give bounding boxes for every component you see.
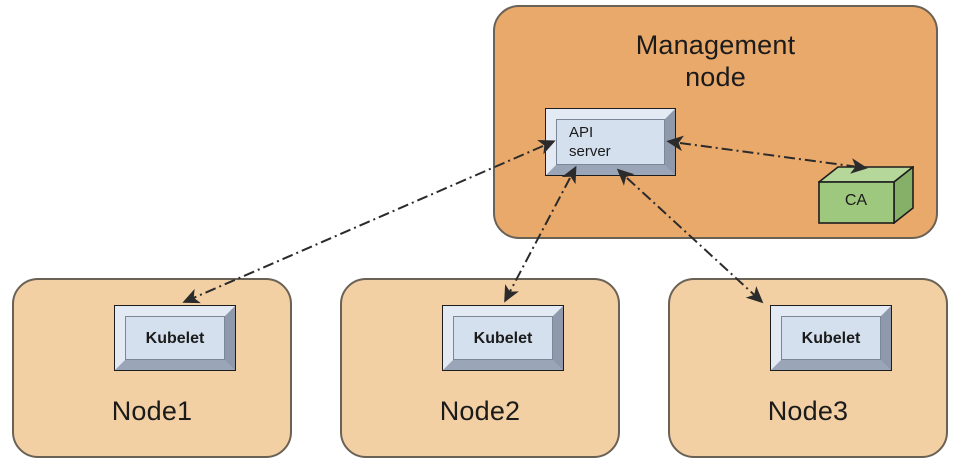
kubelet-face-node3: Kubelet	[781, 316, 881, 360]
kubelet-bevel-node3	[771, 306, 891, 370]
kubelet-bevel-node2	[443, 306, 563, 370]
kubelet-box-node1[interactable]: Kubelet	[114, 305, 236, 371]
ca-label: CA	[844, 192, 868, 209]
api-server-face: API server	[556, 119, 665, 165]
management-node-title-line2: node	[685, 62, 746, 92]
node-title-node3: Node3	[767, 396, 849, 426]
node-title-node2: Node2	[439, 396, 521, 426]
management-node-title: Management node	[495, 29, 936, 93]
kubelet-bevel-node1	[115, 306, 235, 370]
kubelet-label-node3: Kubelet	[801, 329, 861, 347]
api-server-label-line1: API	[569, 124, 594, 141]
ca-box[interactable]: CA	[816, 165, 916, 225]
kubelet-face-node1: Kubelet	[125, 316, 225, 360]
node-title-node1: Node1	[111, 396, 193, 426]
kubelet-label-node1: Kubelet	[145, 329, 205, 347]
kubelet-box-node3[interactable]: Kubelet	[770, 305, 892, 371]
api-server-box[interactable]: API server	[545, 108, 676, 176]
api-server-label: API server	[557, 123, 611, 161]
kubelet-box-node2[interactable]: Kubelet	[442, 305, 564, 371]
api-server-label-line2: server	[569, 143, 611, 160]
management-node-title-line1: Management	[635, 30, 796, 60]
kubelet-label-node2: Kubelet	[473, 329, 533, 347]
kubelet-face-node2: Kubelet	[453, 316, 553, 360]
